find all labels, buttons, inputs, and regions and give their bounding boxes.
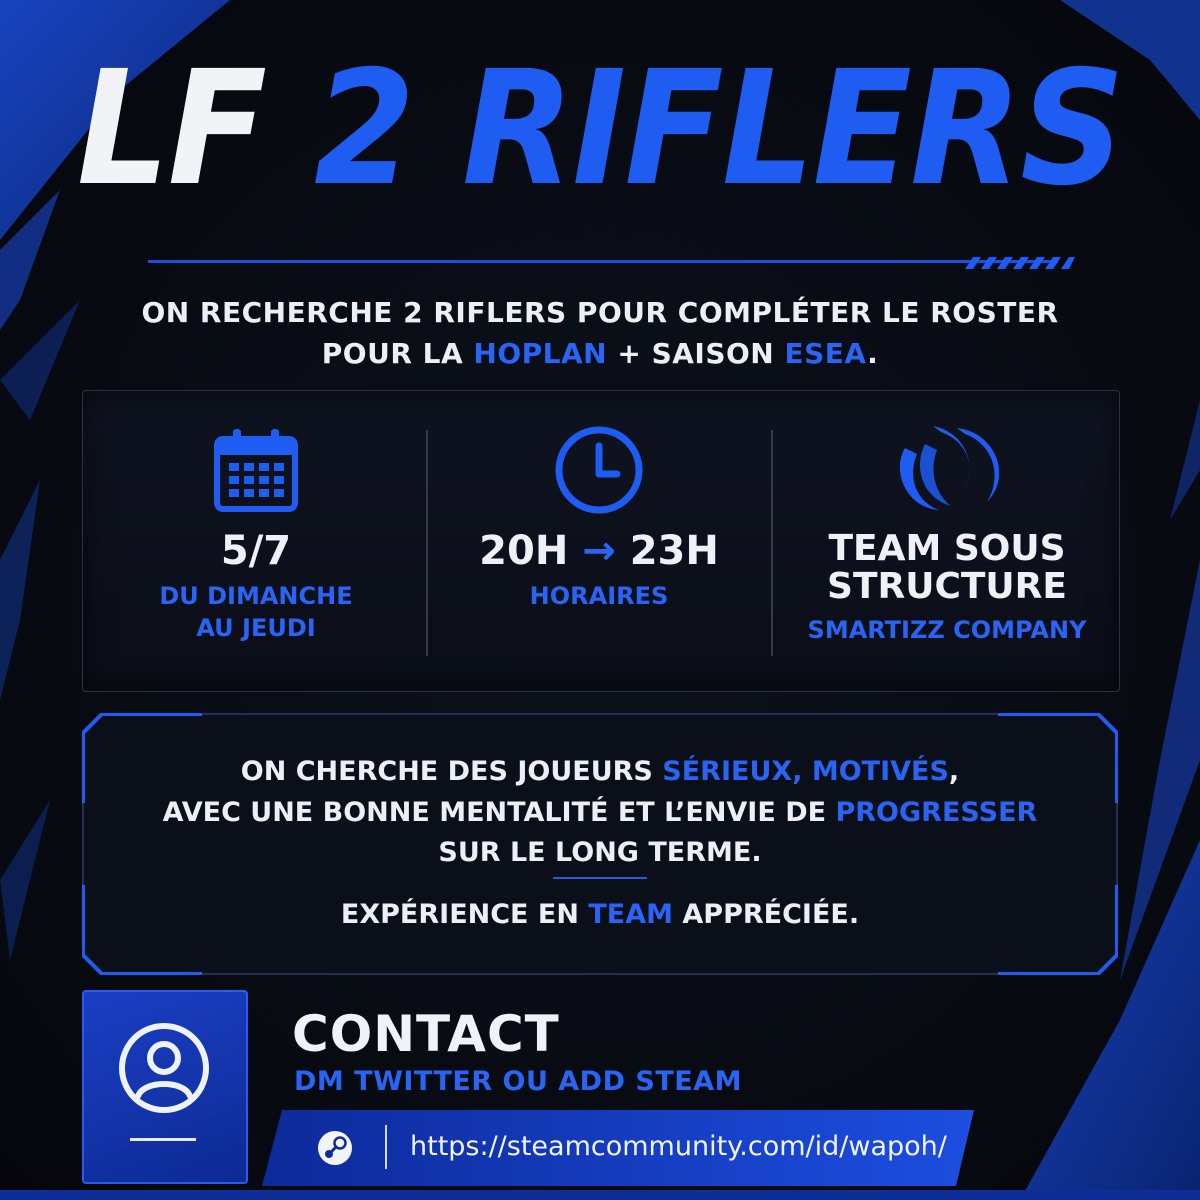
message-experience: EXPÉRIENCE EN TEAM APPRÉCIÉE. [100, 896, 1100, 934]
days-range-line-1: DU DIMANCHE [159, 582, 353, 610]
avatar-underline [130, 1138, 196, 1141]
intro-line-2-start: POUR LA [321, 337, 474, 371]
message-line-1-end: , [948, 756, 960, 787]
steam-link-bar[interactable] [262, 1110, 974, 1186]
hours-label: HORAIRES [529, 582, 669, 610]
structure-value-line-2: STRUCTURE [827, 565, 1067, 607]
intro-esea: ESEA [784, 337, 868, 371]
experience-hl-team: TEAM [588, 899, 673, 930]
contact-title: CONTACT [292, 1005, 560, 1063]
info-divider [771, 430, 773, 656]
message-line-1-start: ON CHERCHE DES JOUEURS [240, 756, 663, 787]
user-icon [119, 1023, 209, 1113]
intro-text: ON RECHERCHE 2 RIFLERS POUR COMPLÉTER LE… [100, 292, 1100, 375]
intro-line-2-mid: + SAISON [607, 337, 785, 371]
intro-line-1: ON RECHERCHE 2 RIFLERS POUR COMPLÉTER LE… [141, 296, 1059, 329]
intro-hoplan: HOPLAN [473, 337, 608, 371]
info-days: 5/7 DU DIMANCHE AU JEUDI [91, 420, 421, 645]
days-value: 5/7 [220, 528, 292, 574]
message-text: ON CHERCHE DES JOUEURS SÉRIEUX, MOTIVÉS,… [100, 752, 1100, 874]
hours-start: 20H [479, 528, 569, 574]
message-hl-serious: SÉRIEUX, MOTIVÉS [662, 756, 949, 787]
experience-start: EXPÉRIENCE EN [340, 899, 589, 930]
structure-value-line-1: TEAM SOUS [828, 528, 1066, 569]
title-highlight: 2 RIFLERS [313, 37, 1125, 221]
hours-end: 23H [629, 528, 719, 574]
intro-line-2-end: . [867, 337, 879, 371]
hours-value: 20H → 23H [434, 530, 764, 572]
arrow-right-icon: → [582, 528, 616, 574]
message-line-2-start: AVEC UNE BONNE MENTALITÉ ET L’ENVIE DE [162, 796, 836, 828]
intro-line-2: POUR LA HOPLAN + SAISON ESEA. [100, 333, 1100, 374]
calendar-icon [91, 420, 421, 520]
structure-company: SMARTIZZ COMPANY [807, 615, 1087, 644]
title-prefix: LF [76, 37, 267, 221]
message-line-1: ON CHERCHE DES JOUEURS SÉRIEUX, MOTIVÉS, [100, 752, 1100, 793]
message-line-3: SUR LE LONG TERME. [438, 837, 762, 868]
info-hours: 20H → 23H HORAIRES [434, 420, 764, 612]
steam-divider [385, 1125, 387, 1169]
info-structure: TEAM SOUS STRUCTURE SMARTIZZ COMPANY [782, 420, 1112, 646]
message-hl-progress: PROGRESSER [835, 796, 1038, 828]
steam-icon [318, 1131, 352, 1165]
message-line-2: AVEC UNE BONNE MENTALITÉ ET L’ENVIE DE P… [100, 793, 1100, 834]
message-frame [82, 713, 1118, 975]
steam-profile-link[interactable]: https://steamcommunity.com/id/wapoh/ [410, 1131, 947, 1162]
info-divider [426, 430, 428, 656]
team-logo-icon [782, 420, 1112, 520]
contact-subtitle: DM TWITTER OU ADD STEAM [294, 1066, 742, 1097]
experience-end: APPRÉCIÉE. [673, 899, 860, 930]
page-title: LF 2 RIFLERS [48, 50, 1152, 208]
message-divider [553, 877, 647, 879]
title-dash-decoration [965, 257, 1075, 269]
clock-icon [434, 420, 764, 520]
title-underline [148, 260, 1058, 263]
days-range-line-2: AU JEUDI [196, 614, 316, 643]
structure-value: TEAM SOUS STRUCTURE [782, 530, 1112, 606]
days-range: DU DIMANCHE AU JEUDI [91, 580, 421, 645]
